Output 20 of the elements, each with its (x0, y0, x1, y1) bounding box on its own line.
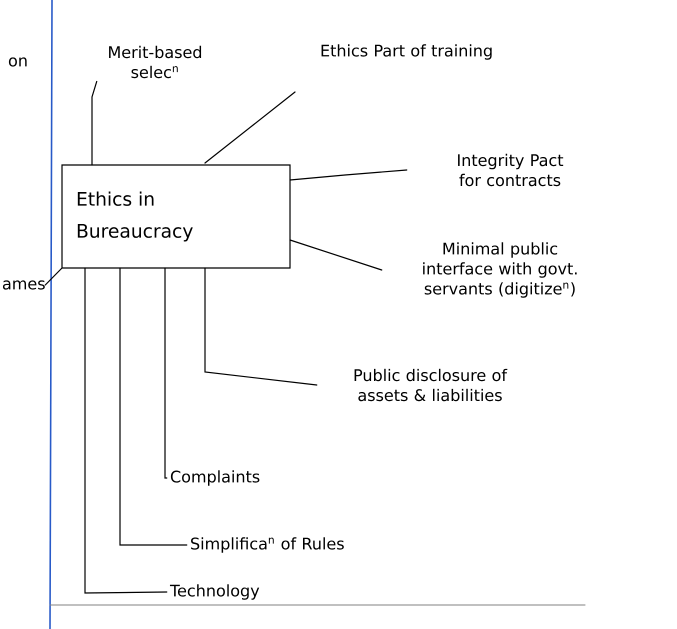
branch-text: Complaints (170, 470, 260, 486)
connector-line (204, 267, 318, 386)
branch-text: Ethics Part of training (322, 44, 492, 60)
branch-text: Simplifica$^{n}$ of Rules (191, 537, 344, 553)
branch-text: Public disclosure of assets & liabilities (354, 368, 508, 402)
connector-line (289, 169, 408, 181)
branch-text: ames (2, 280, 45, 290)
branch-text: Technology (170, 584, 260, 600)
connector-line (164, 267, 168, 479)
concept-box: Ethics in Bureaucracy (61, 164, 291, 269)
connector-line (84, 267, 168, 594)
branch-text: Integrity Pact for contracts (458, 154, 564, 186)
connector-line (44, 267, 63, 286)
connector-line (119, 267, 188, 546)
margin-text: on (8, 57, 27, 67)
branch-text: Merit-based selec$^{n}$ (109, 46, 202, 78)
connector-line (204, 91, 296, 164)
connector-line (91, 80, 98, 166)
branch-text: Minimal public interface with govt. servants (digitize$^{n}$) (423, 242, 577, 298)
connector-line (289, 239, 382, 271)
